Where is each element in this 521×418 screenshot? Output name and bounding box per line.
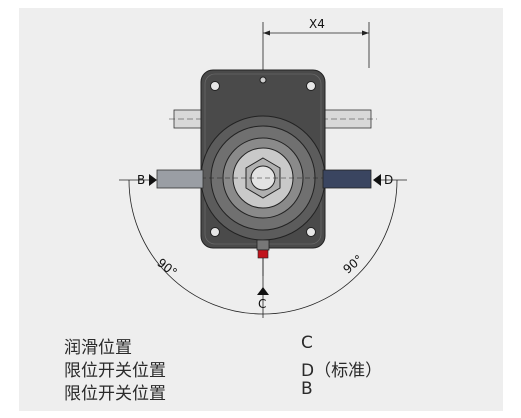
legend-value-1: C <box>301 333 313 353</box>
gearbox-drawing: X4 90° 90° <box>119 17 407 318</box>
angle-right-label: 90° <box>340 252 365 276</box>
angle-left-label: 90° <box>154 256 179 280</box>
switch-b <box>156 169 204 189</box>
figure-panel: X4 90° 90° <box>19 8 503 411</box>
marker-b: B <box>137 173 157 187</box>
legend-value-2: D（标准） <box>301 361 383 381</box>
legend-label-1: 润滑位置 <box>64 338 132 358</box>
marker-c: C <box>257 287 269 311</box>
svg-text:C: C <box>258 297 266 311</box>
gearbox-housing <box>200 69 326 249</box>
svg-text:B: B <box>137 173 145 187</box>
dimension-label: X4 <box>309 17 325 31</box>
marker-d: D <box>373 173 393 187</box>
legend-label-2: 限位开关位置 <box>64 361 166 381</box>
legend-label-3: 限位开关位置 <box>64 384 166 404</box>
lube-nipple <box>256 239 270 276</box>
switch-d <box>322 169 372 189</box>
svg-text:D: D <box>384 173 393 187</box>
legend-value-3: B <box>301 379 313 399</box>
